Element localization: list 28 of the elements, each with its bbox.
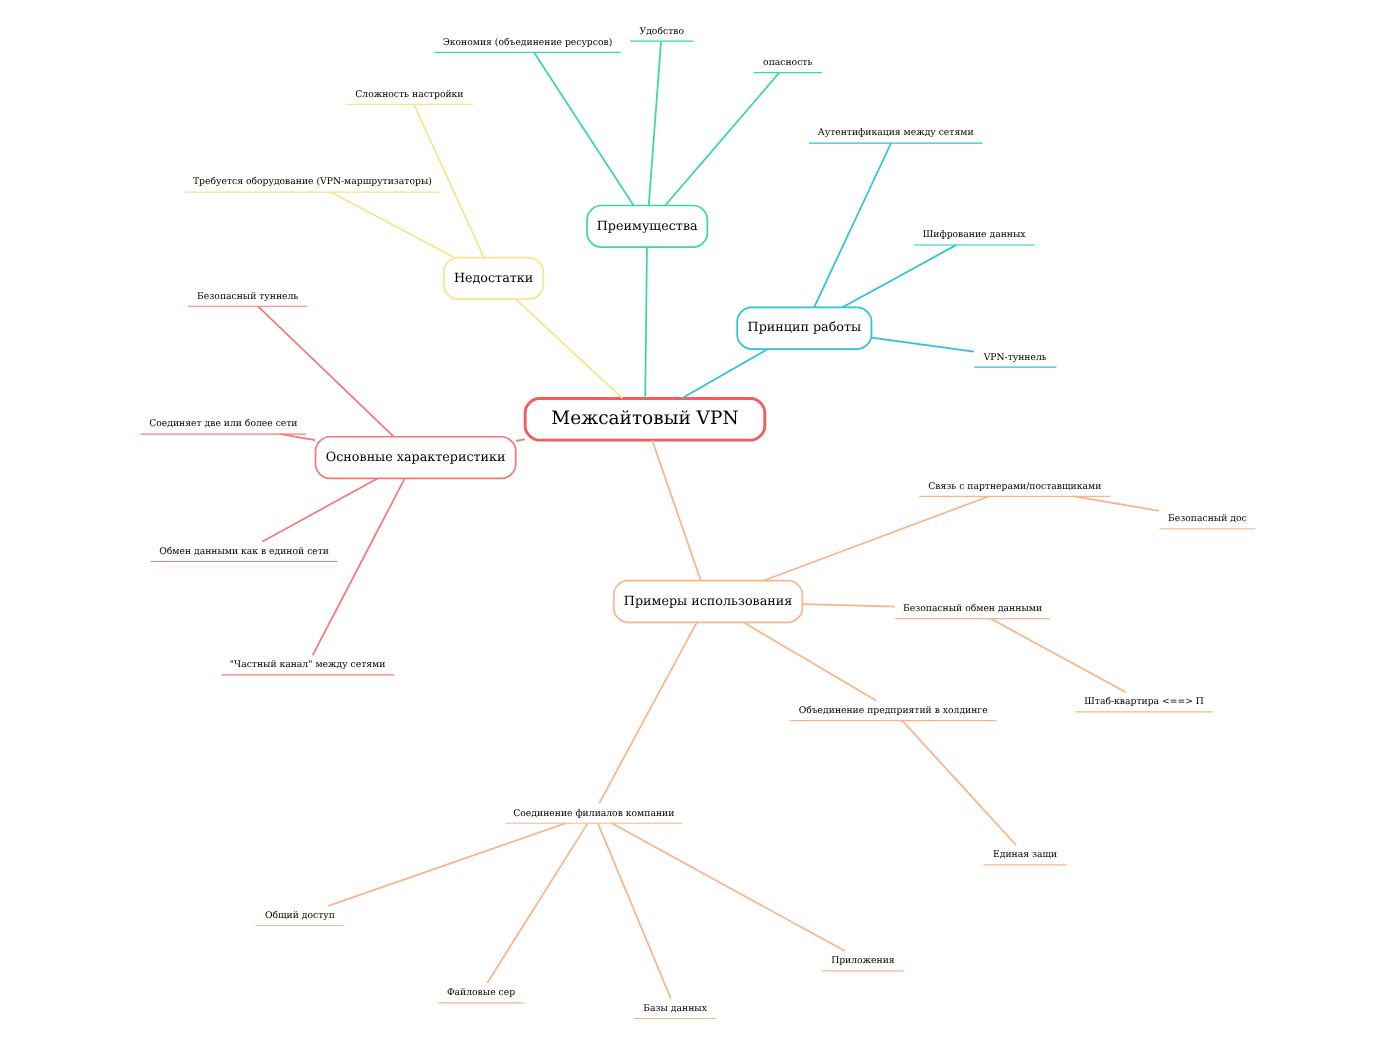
connector <box>329 191 455 259</box>
connector <box>514 298 623 400</box>
connector <box>597 621 697 805</box>
connector <box>679 348 768 400</box>
connector <box>412 103 484 259</box>
connector <box>1071 495 1160 512</box>
connector <box>650 439 701 582</box>
connector <box>989 617 1126 694</box>
connector <box>610 822 845 952</box>
connector <box>646 40 661 207</box>
connector <box>326 822 565 907</box>
connector <box>800 603 895 608</box>
connector <box>840 244 956 309</box>
connector <box>869 336 974 353</box>
connector <box>278 433 315 441</box>
connector <box>532 51 634 207</box>
connector <box>256 305 394 438</box>
connector <box>485 822 588 984</box>
connector <box>643 246 647 400</box>
connector <box>812 142 891 309</box>
connector <box>663 72 779 207</box>
connector <box>900 719 1016 846</box>
node-box: Межсайтовый VPN <box>522 397 766 442</box>
connector <box>762 495 989 582</box>
connector <box>260 477 378 543</box>
connector <box>310 477 405 656</box>
connector <box>596 822 671 1000</box>
connector <box>741 621 877 702</box>
